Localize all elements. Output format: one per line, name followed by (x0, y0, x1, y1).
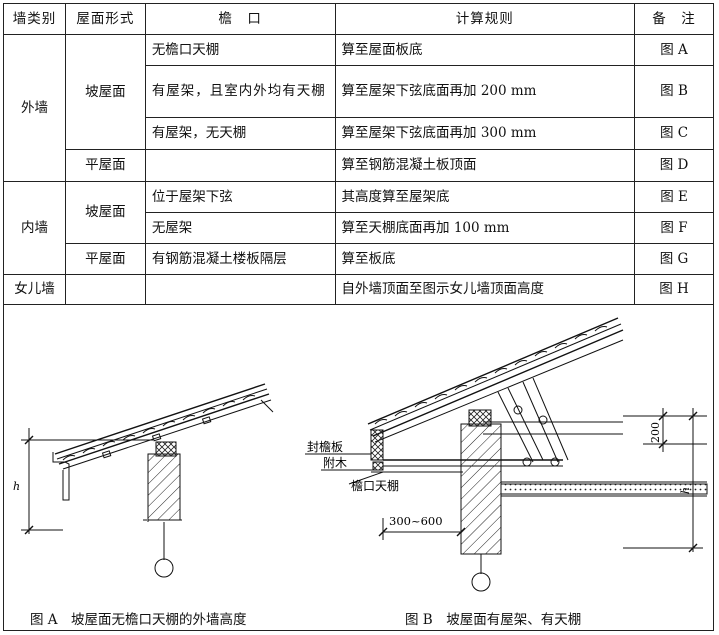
note-cell: 图 G (634, 243, 714, 275)
note-cell: 图 E (634, 181, 714, 213)
wall-type-inner: 内墙 (3, 181, 66, 275)
note-cell: 图 D (634, 149, 714, 182)
note-cell: 图 F (634, 212, 714, 244)
eave-cell: 位于屋架下弦 (144, 181, 336, 213)
header-wall-type: 墙类别 (3, 3, 66, 35)
roof-form-slope: 坡屋面 (64, 34, 146, 150)
table-row: 平屋面 算至钢筋混凝土板顶面 图 D (4, 149, 714, 182)
table-row: 无屋架 算至天棚底面再加 100 mm 图 F (4, 212, 714, 244)
note-cell: 图 C (634, 117, 714, 150)
rule-cell: 算至板底 (334, 243, 636, 275)
dim-200: 200 (649, 422, 662, 443)
rule-cell: 其高度算至屋架底 (334, 181, 636, 213)
rule-cell: 算至屋面板底 (334, 34, 636, 66)
wall-type-parapet: 女儿墙 (3, 274, 66, 305)
roof-form-flat: 平屋面 (64, 149, 146, 182)
figure-a-h-label: h (13, 480, 20, 493)
eave-cell (144, 149, 336, 182)
eave-cell: 有钢筋混凝土楼板隔层 (144, 243, 336, 275)
header-note: 备 注 (634, 3, 714, 35)
table-header-row: 墙类别 屋面形式 檐 口 计算规则 备 注 (3, 3, 714, 35)
wall-type-outer: 外墙 (3, 34, 66, 182)
eave-cell: 无屋架 (144, 212, 336, 244)
table-row: 外墙 坡屋面 无檐口天棚 算至屋面板底 图 A (3, 34, 714, 182)
dim-overhang: 300~600 (389, 514, 443, 528)
figure-b-h-label: h (679, 487, 692, 494)
rule-cell: 算至屋架下弦底面再加 200 mm (334, 65, 636, 118)
eave-cell (144, 274, 336, 305)
label-furring: 附木 (323, 456, 347, 470)
figure-a-caption: 图 A 坡屋面无檐口天棚的外墙高度 (30, 612, 247, 628)
table-row: 女儿墙 自外墙顶面至图示女儿墙顶面高度 图 H (3, 274, 714, 305)
eave-cell: 有屋架，且室内外均有天棚 (144, 65, 336, 118)
roof-form-slope: 坡屋面 (64, 181, 146, 244)
table-row: 内墙 坡屋面 位于屋架下弦 其高度算至屋架底 图 E (3, 181, 714, 275)
table-row: 平屋面 有钢筋混凝土楼板隔层 算至板底 图 G (4, 243, 714, 275)
note-cell: 图 H (634, 274, 714, 305)
note-cell: 图 B (634, 65, 714, 118)
label-eave-ceiling: 檐口天棚 (351, 478, 399, 493)
note-cell: 图 A (634, 34, 714, 66)
figure-b-caption: 图 B 坡屋面有屋架、有天棚 (405, 612, 582, 628)
eave-cell: 有屋架，无天棚 (144, 117, 336, 150)
header-rule: 计算规则 (334, 3, 636, 35)
roof-form-empty (64, 274, 146, 305)
rule-cell: 算至钢筋混凝土板顶面 (334, 149, 636, 182)
wall-height-table: 墙类别 屋面形式 檐 口 计算规则 备 注 外墙 坡屋面 无檐口天棚 算至屋面板… (3, 3, 714, 305)
figure-a-drawing (21, 383, 274, 578)
figure-b-drawing (305, 317, 708, 592)
header-roof-form: 屋面形式 (64, 3, 146, 35)
eave-cell: 无檐口天棚 (144, 34, 336, 66)
roof-form-flat: 平屋面 (64, 243, 146, 275)
table-row: 有屋架，无天棚 算至屋架下弦底面再加 300 mm 图 C (4, 117, 714, 150)
table-row: 有屋架，且室内外均有天棚 算至屋架下弦底面再加 200 mm 图 B (4, 65, 714, 118)
header-eave: 檐 口 (144, 3, 336, 35)
label-fascia: 封檐板 (307, 440, 343, 454)
rule-cell: 算至天棚底面再加 100 mm (334, 212, 636, 244)
rule-cell: 算至屋架下弦底面再加 300 mm (334, 117, 636, 150)
rule-cell: 自外墙顶面至图示女儿墙顶面高度 (334, 274, 636, 305)
construction-figures: h (13, 317, 708, 592)
